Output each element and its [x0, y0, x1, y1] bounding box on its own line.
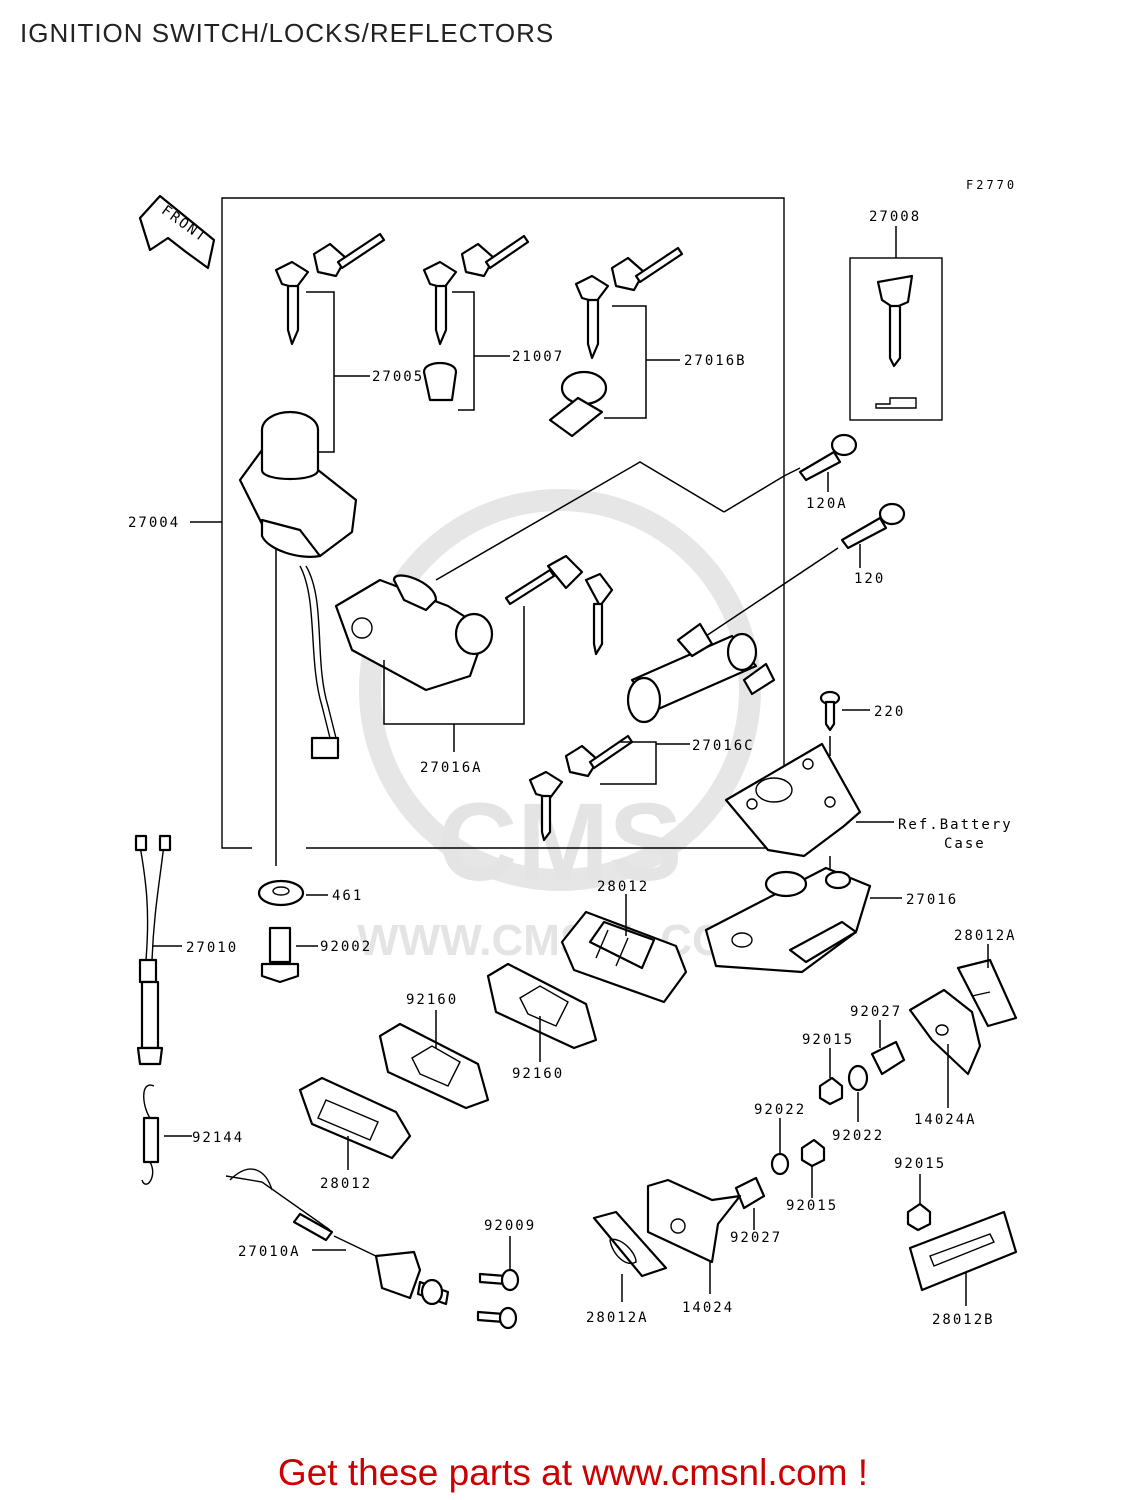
- label-92022-right: 92022: [832, 1128, 884, 1144]
- washer-92022-right: [847, 1064, 869, 1092]
- label-ref-battery-case: Case: [944, 836, 986, 852]
- bolt-92002: [260, 926, 300, 984]
- reflector-28012A-right: [956, 958, 1018, 1028]
- label-14024: 14024: [682, 1300, 734, 1316]
- screw-220: [819, 690, 841, 732]
- bracket-14024: [646, 1178, 742, 1264]
- watermark-logo-text: CMS: [438, 781, 682, 904]
- label-461: 461: [332, 888, 363, 904]
- ignition-switch-27004: [238, 410, 358, 760]
- washer-461: [257, 879, 305, 907]
- lock-bracket-27016: [704, 866, 872, 974]
- page-title: IGNITION SWITCH/LOCKS/REFLECTORS: [20, 18, 555, 48]
- gasket-92160-lower: [378, 1022, 490, 1110]
- nut-92015-upper: [818, 1076, 844, 1106]
- nut-92015-mid: [800, 1138, 826, 1168]
- spring-92144: [141, 1084, 160, 1185]
- label-27016A: 27016A: [420, 760, 483, 776]
- switch-27010: [134, 834, 172, 1066]
- label-92027-upper: 92027: [850, 1004, 902, 1020]
- label-120: 120: [854, 571, 885, 587]
- label-21007: 21007: [512, 349, 564, 365]
- label-14024A: 14024A: [914, 1112, 977, 1128]
- frame-outline: [221, 197, 785, 849]
- label-27016C: 27016C: [692, 738, 755, 754]
- label-92015-upper: 92015: [802, 1032, 854, 1048]
- label-ref-battery: Ref.Battery: [898, 817, 1013, 833]
- label-92002: 92002: [320, 939, 372, 955]
- label-27005: 27005: [372, 369, 424, 385]
- spacer-92027-upper: [870, 1040, 906, 1076]
- nut-92015-right: [906, 1202, 932, 1232]
- label-92027-lower: 92027: [730, 1230, 782, 1246]
- label-27008: 27008: [869, 209, 921, 225]
- gasket-92160-upper: [486, 962, 598, 1050]
- reflector-28012-bottom: [298, 1076, 412, 1160]
- label-92009: 92009: [484, 1218, 536, 1234]
- key-blank-27008: [875, 274, 917, 409]
- label-27016: 27016: [906, 892, 958, 908]
- label-120A: 120A: [806, 496, 848, 512]
- label-92022-left: 92022: [754, 1102, 806, 1118]
- label-28012-bottom: 28012: [320, 1176, 372, 1192]
- screws-92009: [476, 1268, 520, 1330]
- label-92015-right: 92015: [894, 1156, 946, 1172]
- label-28012A-right: 28012A: [954, 928, 1017, 944]
- battery-case-plate: [724, 742, 862, 858]
- seat-lock-27016A: [334, 554, 614, 692]
- reflector-28012A-bottom: [592, 1210, 668, 1278]
- label-28012B: 28012B: [932, 1312, 995, 1328]
- label-28012A-bottom: 28012A: [586, 1310, 649, 1326]
- front-arrow-icon: FRONT: [138, 194, 216, 270]
- watermark-url-text: WWW.CMSNL.COM: [357, 916, 763, 965]
- label-92144: 92144: [192, 1130, 244, 1146]
- key-set-27016B: [548, 246, 684, 438]
- bolt-120: [840, 502, 906, 550]
- key-set-27005: [274, 232, 386, 346]
- label-92160-lower: 92160: [512, 1066, 564, 1082]
- label-92015-mid: 92015: [786, 1198, 838, 1214]
- washer-92022-left: [770, 1152, 790, 1176]
- footer-promo-text[interactable]: Get these parts at www.cmsnl.com !: [277, 1452, 869, 1493]
- label-27004: 27004: [128, 515, 180, 531]
- helmet-lock-27016C: [528, 622, 776, 842]
- bracket-14024A: [908, 988, 982, 1076]
- label-28012-top: 28012: [597, 879, 649, 895]
- switch-27010A: [225, 1168, 450, 1306]
- bolt-120A: [798, 433, 858, 482]
- reflector-28012-top: [560, 910, 688, 1004]
- label-27016B: 27016B: [684, 353, 747, 369]
- spacer-92027-lower: [734, 1176, 766, 1210]
- key-set-21007: [422, 234, 530, 402]
- figure-code: F2770: [966, 178, 1018, 192]
- label-27010A: 27010A: [238, 1244, 301, 1260]
- reflector-28012B: [908, 1210, 1018, 1292]
- label-27010: 27010: [186, 940, 238, 956]
- label-220: 220: [874, 704, 905, 720]
- label-92160-upper: 92160: [406, 992, 458, 1008]
